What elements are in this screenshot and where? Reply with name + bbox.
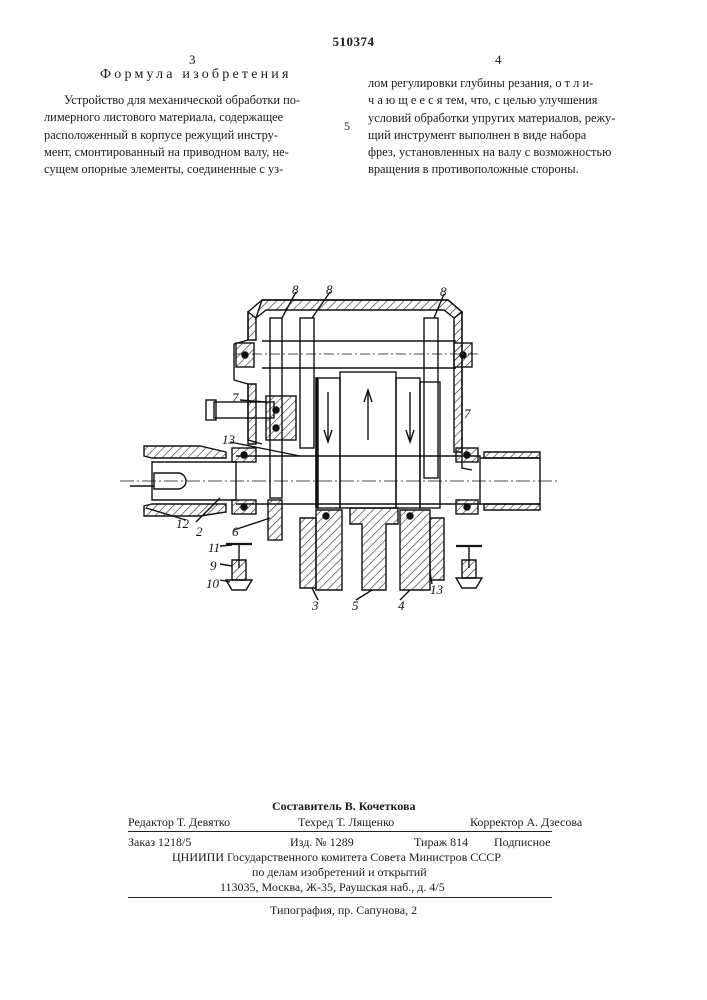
- org-line-1: ЦНИИПИ Государственного комитета Совета …: [172, 849, 501, 865]
- techred: Техред Т. Лященко: [298, 814, 394, 830]
- footer-divider-2: [128, 897, 552, 898]
- edition-number: Изд. № 1289: [290, 834, 354, 850]
- address: 113035, Москва, Ж-35, Раушская наб., д. …: [220, 879, 445, 895]
- subscription: Подписное: [494, 834, 551, 850]
- org-line-2: по делам изобретений и открытий: [252, 864, 427, 880]
- corrector: Корректор А. Дзесова: [470, 814, 582, 830]
- footer-divider: [128, 831, 552, 832]
- editor: Редактор Т. Девятко: [128, 814, 230, 830]
- print-run: Тираж 814: [414, 834, 468, 850]
- compiler: Составитель В. Кочеткова: [272, 798, 415, 814]
- printing-house: Типография, пр. Сапунова, 2: [270, 902, 417, 918]
- order-number: Заказ 1218/5: [128, 834, 191, 850]
